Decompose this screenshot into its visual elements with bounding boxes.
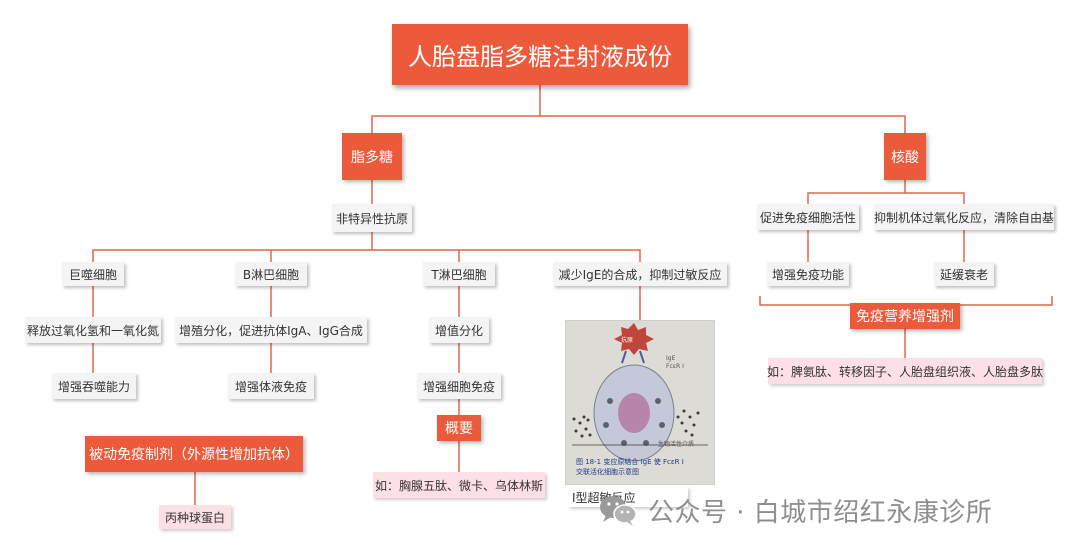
b-cell-effect-humoral: 增强体液免疫 <box>228 373 314 399</box>
macrophage-node: 巨噬细胞 <box>62 262 124 286</box>
figure-ige-label: IgE <box>666 355 676 362</box>
nonspecific-antigen-node: 非特异性抗原 <box>332 204 412 232</box>
wechat-icon <box>600 496 637 526</box>
immune-nutrition-example: 如：脾氨肽、转移因子、人胎盘组织液、人胎盘多肽 <box>767 358 1043 384</box>
figure-mediator-label: 生物活性介质 <box>658 441 695 448</box>
wechat-watermark: 公众号 · 白城市绍红永康诊所 <box>598 490 992 530</box>
b-cell-node: B淋巴细胞 <box>235 262 307 286</box>
immune-nutrition-enhancer-node: 免疫营养增强剂 <box>850 303 960 329</box>
b-cell-effect-proliferation: 增殖分化，促进抗体IgA、IgG合成 <box>175 317 367 343</box>
figure-antigen-label: 抗原 <box>621 337 634 344</box>
figure-caption-line2: 交联活化细胞示意图 <box>576 468 639 476</box>
gamma-globulin-example: 丙种球蛋白 <box>159 505 231 529</box>
passive-immunization-node: 被动免疫制剂（外源性增加抗体） <box>85 436 303 472</box>
t-cell-effect-differentiation: 增值分化 <box>429 317 489 343</box>
nucleic-acid-result-antiaging: 延缓衰老 <box>934 262 994 286</box>
nucleic-acid-node: 核酸 <box>884 133 926 180</box>
figure-receptor-label: FcεR I <box>666 363 684 370</box>
nucleic-acid-result-immunity: 增强免疫功能 <box>767 262 849 286</box>
nucleic-acid-effect-antioxidant: 抑制机体过氧化反应，清除自由基 <box>874 204 1054 230</box>
root-title: 人胎盘脂多糖注射液成份 <box>392 24 688 85</box>
macrophage-effect-release: 释放过氧化氢和一氧化氮 <box>25 317 161 343</box>
t-cell-summary-node: 概要 <box>437 415 481 441</box>
figure-caption-line1: 图 18-1 变应原结合 IgE 使 FcεR I <box>576 458 684 466</box>
watermark-text: 公众号 · 白城市绍红永康诊所 <box>648 497 993 528</box>
nucleic-acid-effect-activity: 促进免疫细胞活性 <box>757 204 859 230</box>
t-cell-example: 如：胸腺五肽、微卡、乌体林斯 <box>373 472 545 498</box>
mast-cell-illustration <box>566 321 714 484</box>
lipopolysaccharide-node: 脂多糖 <box>342 133 402 180</box>
t-cell-node: T淋巴细胞 <box>423 262 495 286</box>
macrophage-effect-phagocytosis: 增强吞噬能力 <box>52 373 136 399</box>
hypersensitivity-figure: 抗原 IgE FcεR I 生物活性介质 图 18-1 变应原结合 IgE 使 … <box>565 320 715 485</box>
ige-reduction-node: 减少IgE的合成，抑制过敏反应 <box>553 262 727 286</box>
t-cell-effect-cellular: 增强细胞免疫 <box>417 373 501 399</box>
